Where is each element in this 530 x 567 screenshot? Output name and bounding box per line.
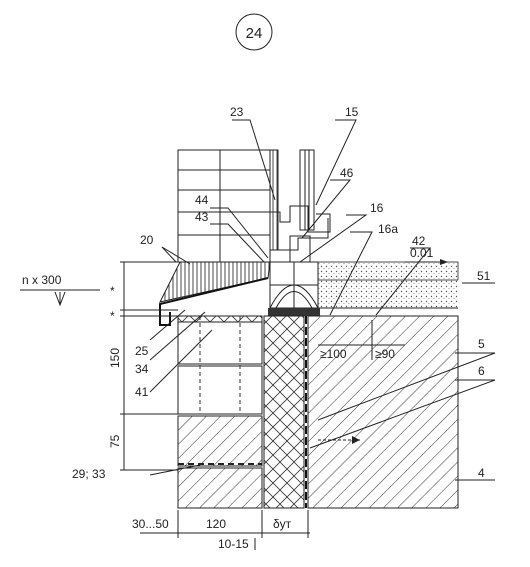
leader-lines	[149, 119, 496, 481]
sill-insulation	[269, 261, 319, 309]
callout-20: 20	[140, 233, 154, 247]
dim-75-label: 75	[108, 434, 122, 448]
insulation-column	[263, 315, 307, 509]
dim-dut-label: δут	[273, 517, 292, 531]
min-100-label: ≥100	[320, 347, 347, 361]
slope-label: 0.01	[410, 246, 434, 260]
callout-46: 46	[340, 166, 354, 180]
upper-wall	[177, 149, 271, 263]
min-90-label: ≥90	[375, 347, 395, 361]
pitch-label: n x 300	[22, 273, 62, 287]
callout-15: 15	[345, 105, 359, 119]
dim-150-label: 150	[108, 348, 122, 368]
window-frame	[258, 149, 331, 263]
star-label-2: *	[110, 309, 115, 323]
dim-120-label: 120	[206, 517, 226, 531]
callout-16a: 16a	[378, 222, 398, 236]
detail-number: 24	[246, 25, 263, 42]
callout-25: 25	[135, 344, 149, 358]
callout-5: 5	[478, 337, 485, 351]
callout-34: 34	[135, 362, 149, 376]
callout-44: 44	[195, 193, 209, 207]
callout-29-33: 29; 33	[72, 467, 106, 481]
masonry-wall	[177, 315, 263, 509]
floor-layers	[268, 261, 459, 316]
dimension-lines	[20, 259, 448, 550]
callout-51: 51	[477, 269, 491, 283]
exterior-sill	[159, 261, 271, 326]
detail-number-badge: 24	[235, 13, 273, 51]
dim-10-15-label: 10-15	[218, 537, 249, 551]
star-label-1: *	[110, 284, 115, 298]
dim-30-50-label: 30...50	[132, 517, 169, 531]
callout-43: 43	[195, 210, 209, 224]
callout-16: 16	[370, 201, 384, 215]
callout-6: 6	[478, 364, 485, 378]
concrete-foundation	[307, 315, 459, 509]
callout-4: 4	[478, 466, 485, 480]
callout-labels: 23 15 46 44 43 20 16 16a 42 51 5 6 4 25 …	[72, 105, 491, 481]
dimension-labels: n x 300 0.01 ≥100 ≥90 * * 150 75 30...50…	[22, 246, 434, 551]
callout-42: 42	[412, 234, 426, 248]
callout-41: 41	[135, 385, 149, 399]
callout-23: 23	[230, 105, 244, 119]
